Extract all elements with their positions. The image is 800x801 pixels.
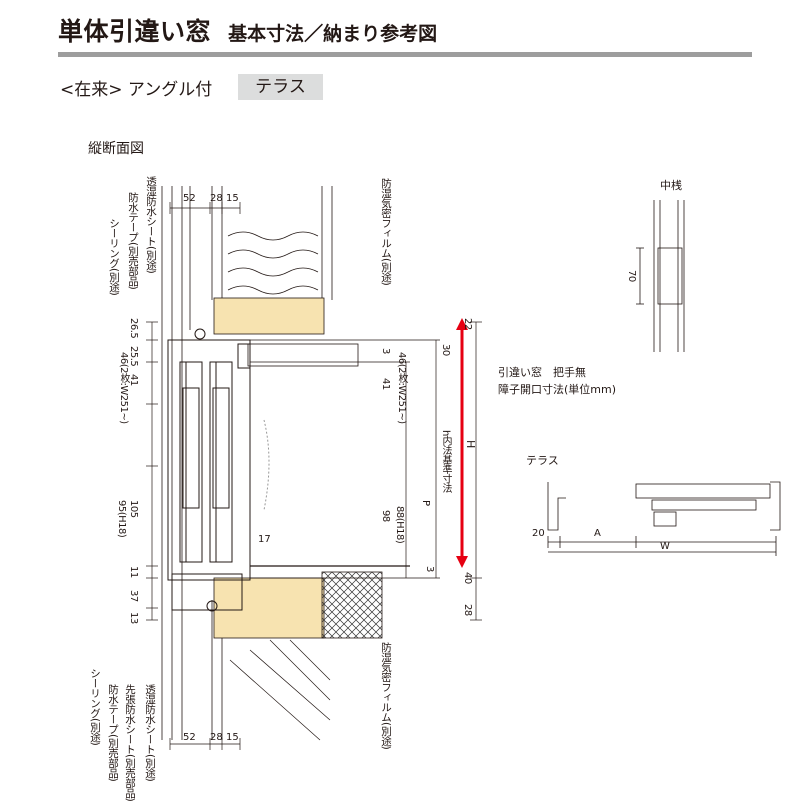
right-dim-46: 46(2枚:W251~) [396,352,407,424]
callout-sealing-bottom: シーリング(別途) [89,668,101,746]
right-dim-3-bottom: 3 [424,566,435,572]
bottom-dim-28: 28 [210,732,223,743]
callout-waterproof-tape-top: 防水テープ(別売部品) [127,192,139,290]
callout-breathable-sheet-bottom: 透湿防水シート(別途) [144,684,156,782]
right-dim-40: 40 [462,572,473,584]
right-dim-h: H [464,440,477,448]
bottom-dim-52: 52 [183,732,196,743]
right-dim-30: 30 [440,344,451,356]
terrace-dim-20: 20 [532,528,545,539]
left-dim-46: 46(2枚:W251~) [118,352,129,424]
left-dim-105: 105 [128,500,139,518]
right-dim-h-inner: h内法基準寸法 [440,430,451,493]
right-dim-lines [250,321,482,621]
mullion-drawing [636,200,685,352]
mullion-dim-70: 70 [626,270,637,282]
left-dim-26-5: 26.5 [128,318,139,339]
page-title: 単体引違い窓 基本寸法／納まり参考図 [58,12,437,48]
callout-vapor-film-bottom: 防湿気密フィルム(別途) [380,642,392,750]
window-frame [167,328,251,612]
head-casing [247,343,359,367]
right-dim-28: 28 [462,604,473,616]
sill-wood [213,577,325,639]
right-dim-p: P [420,500,431,506]
top-dim-28: 28 [210,193,223,204]
wall-studs [161,186,333,740]
left-dim-lines [146,321,158,621]
title-subtitle: 基本寸法／納まり参考図 [228,23,438,45]
top-dim-15: 15 [226,193,239,204]
callout-waterproof-tape-bottom: 防水テープ(別売部品) [107,684,119,782]
opening-note-line1: 引違い窓 把手無 [498,366,586,379]
bottom-dim-15: 15 [226,732,239,743]
right-dim-22: 22 [462,318,473,330]
terrace-dim-w: W [660,541,670,552]
right-dim-98: 98 [380,510,391,522]
insulation-bottom [229,639,331,741]
callout-breathable-sheet-top: 透湿防水シート(別途) [145,176,157,274]
left-dim-95: 95(H18) [116,500,127,538]
top-dim-lines [169,202,241,750]
terrace-drawing [547,481,781,556]
terrace-dim-a: A [594,528,601,539]
mullion-view-label: 中桟 [660,179,682,192]
right-dim-3-top: 3 [380,348,391,354]
right-dim-88: 88(H18) [394,506,405,544]
left-dim-37: 37 [128,590,139,602]
callout-vapor-film-top: 防湿気密フィルム(別途) [380,178,392,286]
top-dim-52: 52 [183,193,196,204]
callout-pre-waterproof-sheet: 先張防水シート(別売部品) [124,684,136,801]
variant-tag: テラス [238,74,323,100]
section-view-label: 縦断面図 [88,141,144,157]
swing-arc [263,419,270,511]
title-main: 単体引違い窓 [58,17,212,46]
insulation-top [227,231,319,295]
left-dim-41: 41 [128,374,139,386]
right-dim-41: 41 [380,378,391,390]
left-dim-11: 11 [128,566,139,578]
opening-note-line2: 障子開口寸法(単位mm) [498,383,617,396]
header-wood [213,297,325,335]
floor-hatch [321,571,383,639]
callout-sealing-top: シーリング(別途) [108,218,120,296]
frame-type-label: <在来> アングル付 [60,80,213,100]
terrace-view-label: テラス [526,454,559,467]
left-dim-13: 13 [128,612,139,624]
title-rule [58,52,752,57]
left-dim-25-5: 25.5 [128,346,139,367]
inner-dim-17: 17 [258,534,271,545]
